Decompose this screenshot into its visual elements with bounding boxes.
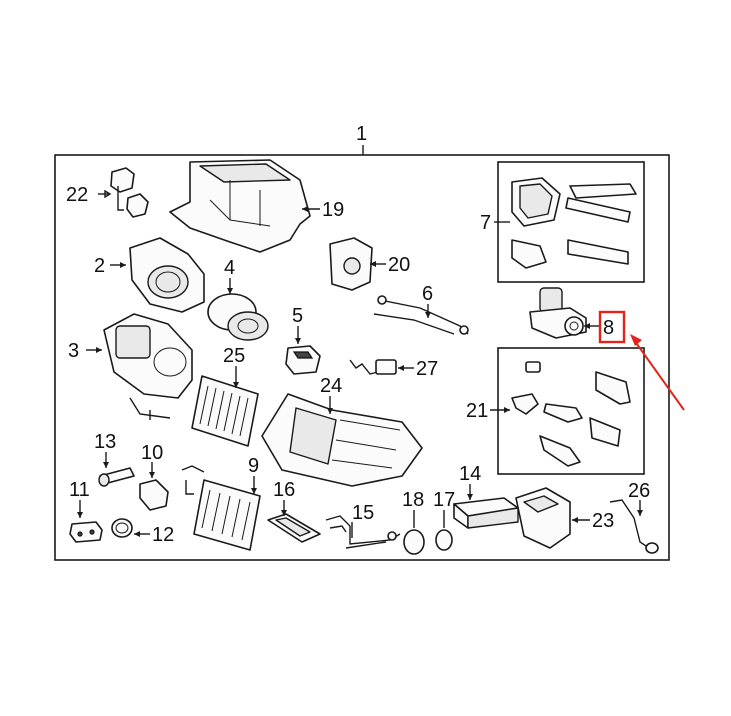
callout-15: 15: [352, 502, 374, 524]
callout-26: 26: [628, 480, 650, 502]
part-24: [261, 393, 423, 487]
callout-8: 8: [603, 317, 614, 339]
part-4: [207, 293, 269, 341]
callout-25: 25: [223, 345, 245, 367]
callout-18: 18: [402, 489, 424, 511]
part-2: [129, 237, 205, 313]
main-frame: [54, 154, 670, 561]
part-19: [169, 159, 311, 253]
callout-8-highlight: [598, 310, 626, 344]
part-26: [609, 499, 659, 554]
part-13: [98, 467, 135, 487]
part-14: [453, 497, 519, 529]
callout-2: 2: [94, 255, 105, 277]
callout-20: 20: [388, 254, 410, 276]
callout-4: 4: [224, 257, 235, 279]
callout-13: 13: [94, 431, 116, 453]
red-pointer-arrow: [633, 339, 685, 411]
part-22: [110, 167, 149, 218]
callout-6: 6: [422, 283, 433, 305]
part-15: [325, 515, 401, 549]
callout-16: 16: [273, 479, 295, 501]
part-23: [515, 487, 571, 549]
part-5: [285, 345, 321, 375]
callout-11: 11: [69, 479, 90, 501]
callout-24: 24: [320, 375, 342, 397]
callout-14: 14: [459, 463, 481, 485]
callout-22: 22: [66, 184, 88, 206]
callout-17: 17: [433, 489, 455, 511]
part-20: [329, 237, 373, 291]
callout-19: 19: [322, 199, 344, 221]
callout-7: 7: [480, 212, 491, 234]
part-6: [373, 295, 469, 335]
part-25: [191, 375, 259, 447]
part-12: [111, 518, 133, 538]
callout-27: 27: [416, 358, 438, 380]
callout-21: 21: [466, 400, 488, 422]
part-17: [435, 529, 453, 551]
part-16: [267, 513, 321, 543]
callout-5: 5: [292, 305, 303, 327]
part-8: [529, 287, 587, 339]
part-18: [403, 529, 425, 555]
part-9: [181, 465, 261, 551]
callout-23: 23: [592, 510, 614, 532]
part-27: [349, 359, 397, 375]
part-10: [139, 479, 169, 511]
part-21: [511, 361, 631, 467]
part-11: [69, 521, 103, 543]
subframe-21: [497, 347, 645, 475]
callout-9: 9: [248, 455, 259, 477]
part-3: [103, 313, 193, 420]
part-7: [511, 177, 637, 269]
callout-1: 1: [356, 123, 367, 145]
callout-10: 10: [141, 442, 163, 464]
callout-12: 12: [152, 524, 174, 546]
callout-3: 3: [68, 340, 79, 362]
